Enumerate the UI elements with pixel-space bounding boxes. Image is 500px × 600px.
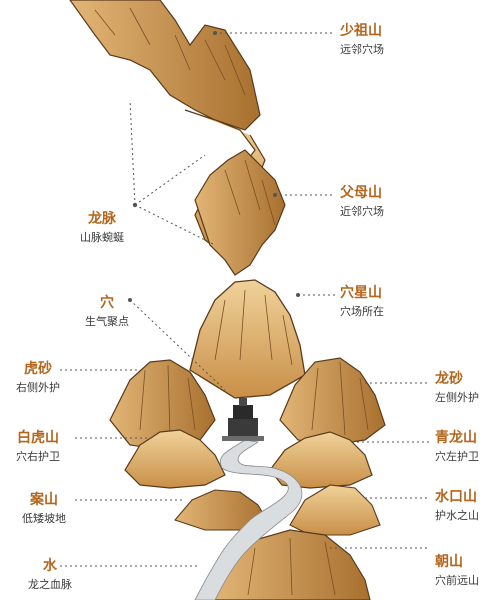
label-subtitle: 左侧外护 xyxy=(435,391,479,404)
label-title: 虎砂 xyxy=(24,361,52,377)
mountain-xuexingshan xyxy=(189,279,306,399)
label-subtitle: 低矮坡地 xyxy=(22,512,66,525)
label-husha: 虎砂 右侧外护 xyxy=(16,362,60,393)
label-title: 青龙山 xyxy=(435,430,477,446)
label-title: 穴 xyxy=(100,295,114,311)
mountain-fumushan xyxy=(194,149,286,276)
label-subtitle: 生气聚点 xyxy=(85,315,129,328)
label-subtitle: 护水之山 xyxy=(435,509,479,522)
label-subtitle: 山脉蜿蜒 xyxy=(80,231,124,244)
label-subtitle: 穴前远山 xyxy=(435,574,479,587)
mountain-shuikoushan xyxy=(289,484,381,536)
label-subtitle: 穴左护卫 xyxy=(435,450,479,463)
label-title: 龙砂 xyxy=(435,371,463,387)
river xyxy=(194,439,303,600)
label-subtitle: 近邻穴场 xyxy=(340,205,384,218)
mountain-shaozushan xyxy=(69,0,261,131)
mountain-anshan xyxy=(174,489,269,531)
label-longsha: 龙砂 左侧外护 xyxy=(435,372,479,403)
label-title: 穴星山 xyxy=(340,285,382,301)
label-longmai: 龙脉 山脉蜿蜒 xyxy=(80,212,124,243)
label-fumushan: 父母山 近邻穴场 xyxy=(340,186,384,217)
label-title: 水口山 xyxy=(435,489,477,505)
label-title: 父母山 xyxy=(340,185,382,201)
label-title: 朝山 xyxy=(435,554,463,570)
label-shuikoushan: 水口山 护水之山 xyxy=(435,490,479,521)
label-xuexingshan: 穴星山 穴场所在 xyxy=(340,286,384,317)
label-shui: 水 龙之血脉 xyxy=(28,559,72,590)
label-title: 白虎山 xyxy=(17,430,59,446)
label-shaozushan: 少祖山 远邻穴场 xyxy=(340,24,384,55)
tomb-icon xyxy=(222,398,264,441)
label-title: 案山 xyxy=(30,492,58,508)
label-baihushan: 白虎山 穴右护卫 xyxy=(16,431,60,462)
label-subtitle: 穴右护卫 xyxy=(16,450,60,463)
label-title: 少祖山 xyxy=(340,23,382,39)
leader-lines xyxy=(60,32,430,567)
label-xue: 穴 生气聚点 xyxy=(85,296,129,327)
label-subtitle: 穴场所在 xyxy=(340,305,384,318)
label-title: 龙脉 xyxy=(88,211,116,227)
label-subtitle: 龙之血脉 xyxy=(28,578,72,591)
label-anshan: 案山 低矮坡地 xyxy=(22,493,66,524)
label-subtitle: 远邻穴场 xyxy=(340,43,384,56)
label-title: 水 xyxy=(43,558,57,574)
mountain-baihushan xyxy=(124,429,226,489)
label-qinglongshan: 青龙山 穴左护卫 xyxy=(435,431,479,462)
label-subtitle: 右侧外护 xyxy=(16,381,60,394)
label-chaoshan: 朝山 穴前远山 xyxy=(435,555,479,586)
leader-dots xyxy=(128,31,300,302)
